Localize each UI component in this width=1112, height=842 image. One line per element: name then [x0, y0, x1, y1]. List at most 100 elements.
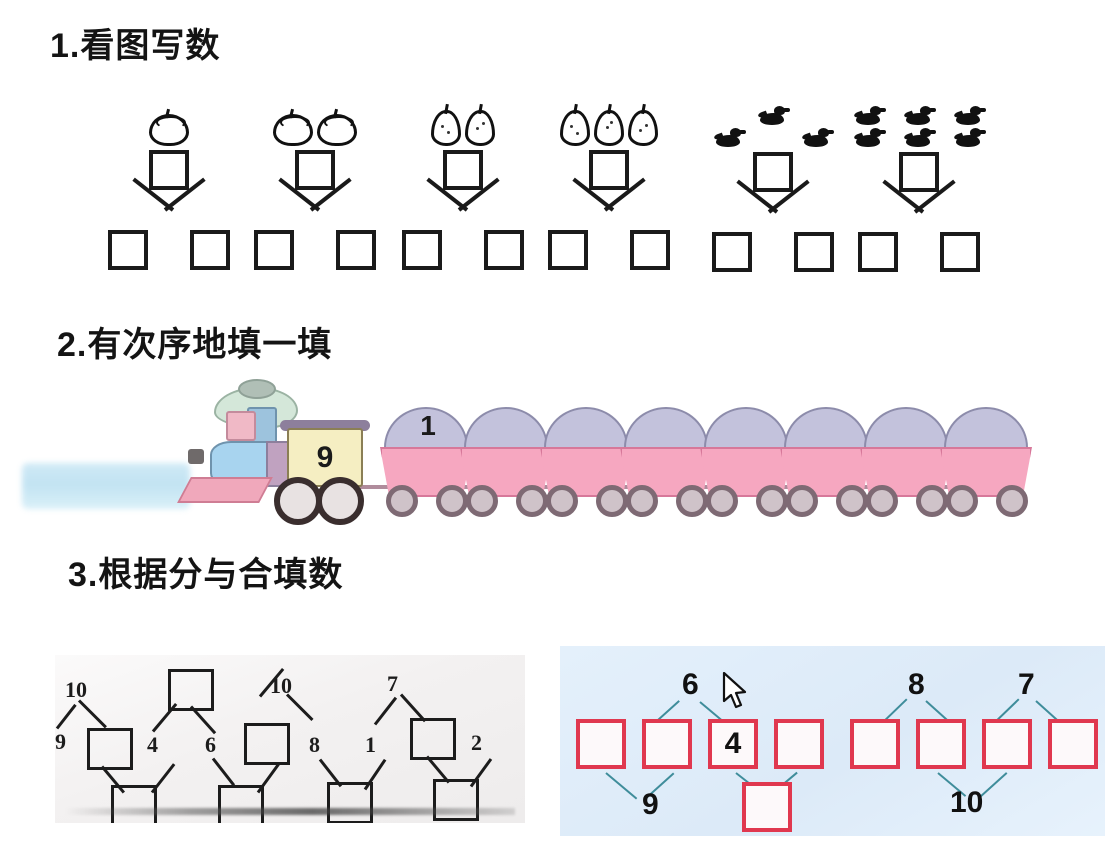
car-number[interactable] — [728, 409, 768, 443]
car-wheel — [436, 485, 468, 517]
bond-right-box[interactable] — [484, 230, 524, 270]
photo-line — [211, 757, 236, 787]
bond-left-box[interactable] — [254, 230, 294, 270]
apple-icon-row — [242, 98, 388, 146]
bond-top-box[interactable] — [589, 150, 629, 190]
car-number[interactable] — [808, 409, 848, 443]
cowcatcher — [177, 477, 273, 503]
car-number[interactable] — [488, 409, 528, 443]
car-number[interactable] — [968, 409, 1008, 443]
panel-box-extra[interactable] — [742, 782, 792, 832]
apple-icon — [317, 114, 357, 146]
bond-right-box[interactable] — [630, 230, 670, 270]
train-car[interactable] — [778, 407, 872, 517]
pear-icon — [560, 110, 590, 146]
bond-left-box[interactable] — [712, 232, 752, 272]
bond-left-box[interactable] — [402, 230, 442, 270]
train-car[interactable] — [618, 407, 712, 517]
locomotive-wheel — [274, 477, 322, 525]
locomotive-number[interactable]: 9 — [287, 428, 363, 487]
bond-left-box[interactable] — [548, 230, 588, 270]
duck-icon — [953, 128, 986, 148]
photo-line — [256, 762, 281, 794]
duck-icon — [903, 128, 936, 148]
panel-label-bottom-9: 9 — [642, 788, 659, 821]
bond-connector — [96, 177, 242, 230]
car-number[interactable] — [648, 409, 688, 443]
photo-box[interactable] — [410, 718, 456, 760]
car-wheel — [786, 485, 818, 517]
photo-box[interactable] — [327, 782, 373, 823]
panel-label-top-8: 8 — [908, 668, 925, 701]
car-wheel — [626, 485, 658, 517]
photo-box[interactable] — [244, 723, 290, 765]
train-car[interactable] — [458, 407, 552, 517]
pear-icon — [628, 110, 658, 146]
bond-top-box[interactable] — [443, 150, 483, 190]
bond-top-box[interactable] — [899, 152, 939, 192]
panel-line — [979, 772, 1008, 798]
train-car[interactable]: 1 — [378, 407, 472, 517]
bond-right-box[interactable] — [940, 232, 980, 272]
pear-icon — [431, 110, 461, 146]
bond-top-box[interactable] — [295, 150, 335, 190]
car-wheel — [596, 485, 628, 517]
panel-box-4[interactable]: 4 — [708, 719, 758, 769]
apple-icon — [149, 114, 189, 146]
car-number[interactable]: 1 — [420, 410, 436, 441]
bond-top-box[interactable] — [149, 150, 189, 190]
car-number[interactable] — [888, 409, 928, 443]
car-wheel — [756, 485, 788, 517]
car-wheel — [386, 485, 418, 517]
bond-right-box[interactable] — [336, 230, 376, 270]
mouse-pointer-icon — [722, 672, 747, 709]
panel-box[interactable] — [916, 719, 966, 769]
photo-line — [77, 699, 107, 729]
train-car[interactable] — [538, 407, 632, 517]
car-wheel — [866, 485, 898, 517]
bond-connector — [390, 177, 536, 230]
bond-top-box[interactable] — [753, 152, 793, 192]
panel-box[interactable] — [642, 719, 692, 769]
duck-icon — [801, 128, 834, 148]
panel-label-bottom-10: 10 — [950, 786, 984, 819]
scanned-exercise-photo: 10 4 9 6 10 8 1 7 2 — [55, 655, 525, 823]
apple-icon — [273, 114, 313, 146]
bond-connector — [700, 179, 846, 232]
bond-left-box[interactable] — [108, 230, 148, 270]
photo-label: 10 — [270, 673, 292, 698]
bond-right-box[interactable] — [794, 232, 834, 272]
car-wheel — [946, 485, 978, 517]
photo-box[interactable] — [433, 779, 479, 821]
smoke-puff-icon — [238, 379, 276, 399]
bond-left-box[interactable] — [858, 232, 898, 272]
car-wheel — [516, 485, 548, 517]
locomotive-wheel — [316, 477, 364, 525]
photo-box[interactable] — [87, 728, 133, 770]
photo-box[interactable] — [111, 785, 157, 823]
car-number[interactable] — [568, 409, 608, 443]
train-car[interactable] — [698, 407, 792, 517]
panel-box[interactable] — [982, 719, 1032, 769]
duck-icon — [713, 128, 746, 148]
panel-box[interactable] — [576, 719, 626, 769]
train-car[interactable] — [938, 407, 1032, 517]
section-3-title: 3.根据分与合填数 — [68, 556, 344, 594]
photo-label: 8 — [309, 732, 320, 757]
cab-roof — [280, 420, 370, 431]
panel-box[interactable] — [850, 719, 900, 769]
section-2-title: 2.有次序地填一填 — [57, 326, 333, 364]
photo-box[interactable] — [218, 785, 264, 823]
panel-box[interactable] — [1048, 719, 1098, 769]
bond-apples-1 — [96, 98, 242, 270]
photo-line — [151, 702, 178, 733]
photo-label: 7 — [387, 671, 398, 696]
headlamp-icon — [188, 449, 204, 464]
photo-line — [469, 758, 493, 788]
bond-right-box[interactable] — [190, 230, 230, 270]
panel-box[interactable] — [774, 719, 824, 769]
photo-line — [55, 703, 77, 730]
train-car[interactable] — [858, 407, 952, 517]
duck-icon — [903, 106, 936, 126]
